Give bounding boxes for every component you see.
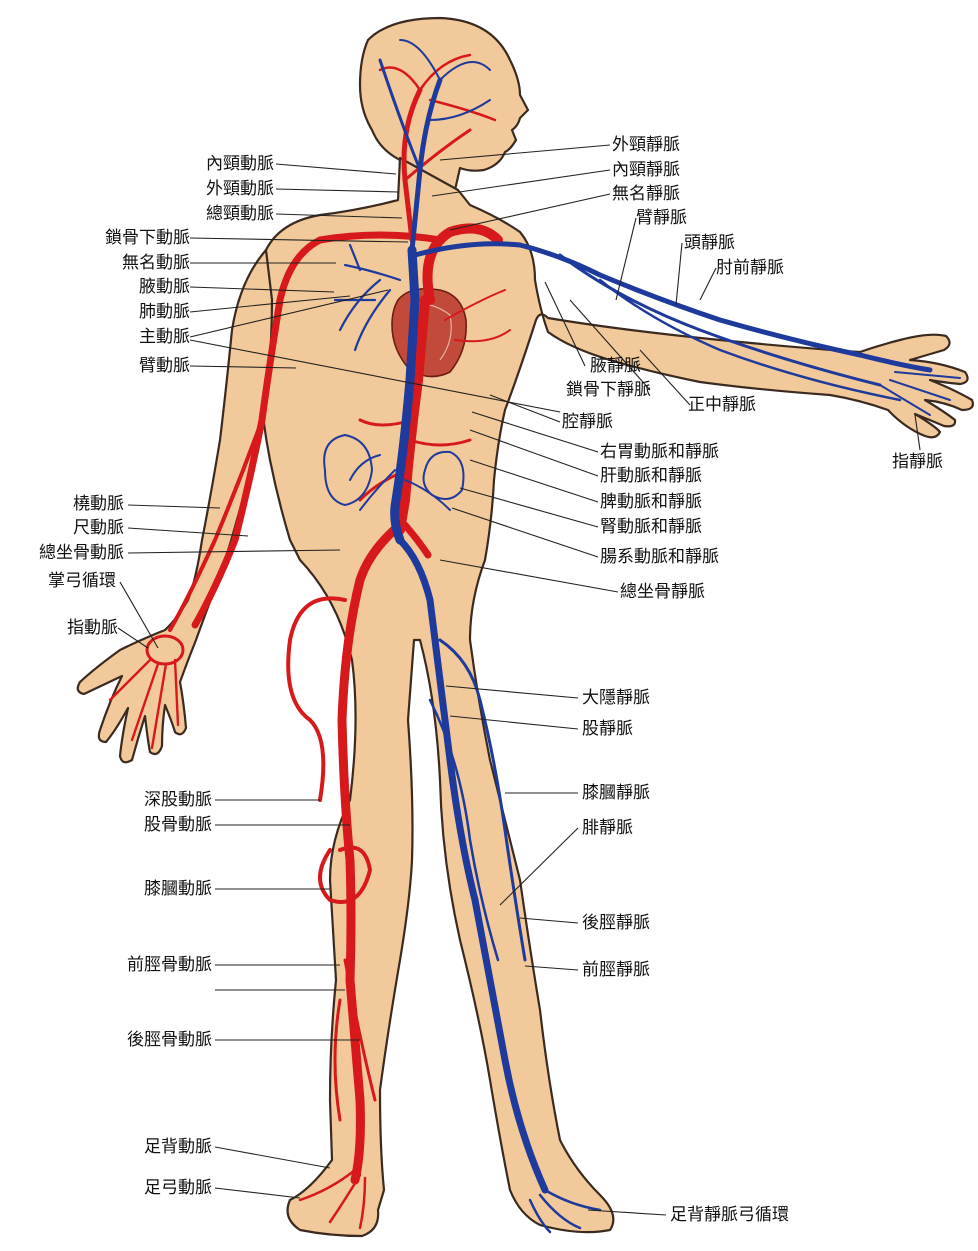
label-ulnar-artery: 尺動脈 (73, 518, 124, 538)
label-popliteal-vein: 膝膕靜脈 (582, 783, 650, 803)
label-axillary-artery: 腋動脈 (139, 277, 190, 297)
label-subclavian-vein: 鎖骨下靜脈 (566, 380, 651, 400)
label-digital-vein: 指靜脈 (892, 452, 943, 472)
label-vena-cava: 腔靜脈 (562, 412, 613, 432)
label-common-carotid-artery: 總頸動脈 (206, 204, 274, 224)
label-internal-jugular-vein: 內頸靜脈 (612, 160, 680, 180)
body-silhouette (78, 18, 973, 1236)
label-median-vein: 正中靜脈 (688, 395, 756, 415)
label-external-carotid-artery: 外頸動脈 (206, 179, 274, 199)
label-femoral-vein: 股靜脈 (582, 719, 633, 739)
label-digital-artery: 指動脈 (67, 618, 118, 638)
label-external-jugular-vein: 外頸靜脈 (612, 135, 680, 155)
label-right-gastric: 右胃動脈和靜脈 (600, 442, 719, 462)
label-brachial-artery: 臂動脈 (139, 356, 190, 376)
label-dorsal-venous-arch: 足背靜脈弓循環 (670, 1205, 789, 1225)
label-deep-femoral-artery: 深股動脈 (144, 790, 212, 810)
label-dorsalis-pedis-artery: 足背動脈 (144, 1137, 212, 1157)
label-pulmonary-artery: 肺動脈 (139, 302, 190, 322)
label-innominate-vein: 無名靜脈 (612, 184, 680, 204)
label-antecubital-vein: 肘前靜脈 (716, 258, 784, 278)
label-peroneal-vein: 腓靜脈 (582, 818, 633, 838)
label-mesenteric: 腸系動脈和靜脈 (600, 547, 719, 567)
label-posterior-tibial-vein: 後脛靜脈 (582, 913, 650, 933)
label-anterior-tibial-vein: 前脛靜脈 (582, 960, 650, 980)
label-axillary-vein: 腋靜脈 (590, 356, 641, 376)
label-anterior-tibial-artery: 前脛骨動脈 (127, 955, 212, 975)
label-popliteal-artery: 膝膕動脈 (144, 879, 212, 899)
label-great-saphenous-vein: 大隱靜脈 (582, 688, 650, 708)
label-femoral-artery: 股骨動脈 (144, 815, 212, 835)
label-posterior-tibial-artery: 後脛骨動脈 (127, 1030, 212, 1050)
label-splenic: 脾動脈和靜脈 (600, 492, 702, 512)
label-common-iliac-artery: 總坐骨動脈 (39, 543, 124, 563)
label-aorta: 主動脈 (139, 327, 190, 347)
label-brachial-vein: 臂靜脈 (636, 208, 687, 228)
label-common-iliac-vein: 總坐骨靜脈 (620, 582, 705, 602)
label-palmar-arch: 掌弓循環 (48, 571, 116, 591)
label-innominate-artery: 無名動脈 (122, 253, 190, 273)
label-cephalic-vein: 頭靜脈 (684, 233, 735, 253)
label-plantar-arch-artery: 足弓動脈 (144, 1178, 212, 1198)
label-radial-artery: 橈動脈 (73, 494, 124, 514)
label-hepatic: 肝動脈和靜脈 (600, 466, 702, 486)
label-subclavian-artery: 鎖骨下動脈 (105, 228, 190, 248)
label-renal: 腎動脈和靜脈 (600, 517, 702, 537)
label-internal-carotid-artery: 內頸動脈 (206, 154, 274, 174)
